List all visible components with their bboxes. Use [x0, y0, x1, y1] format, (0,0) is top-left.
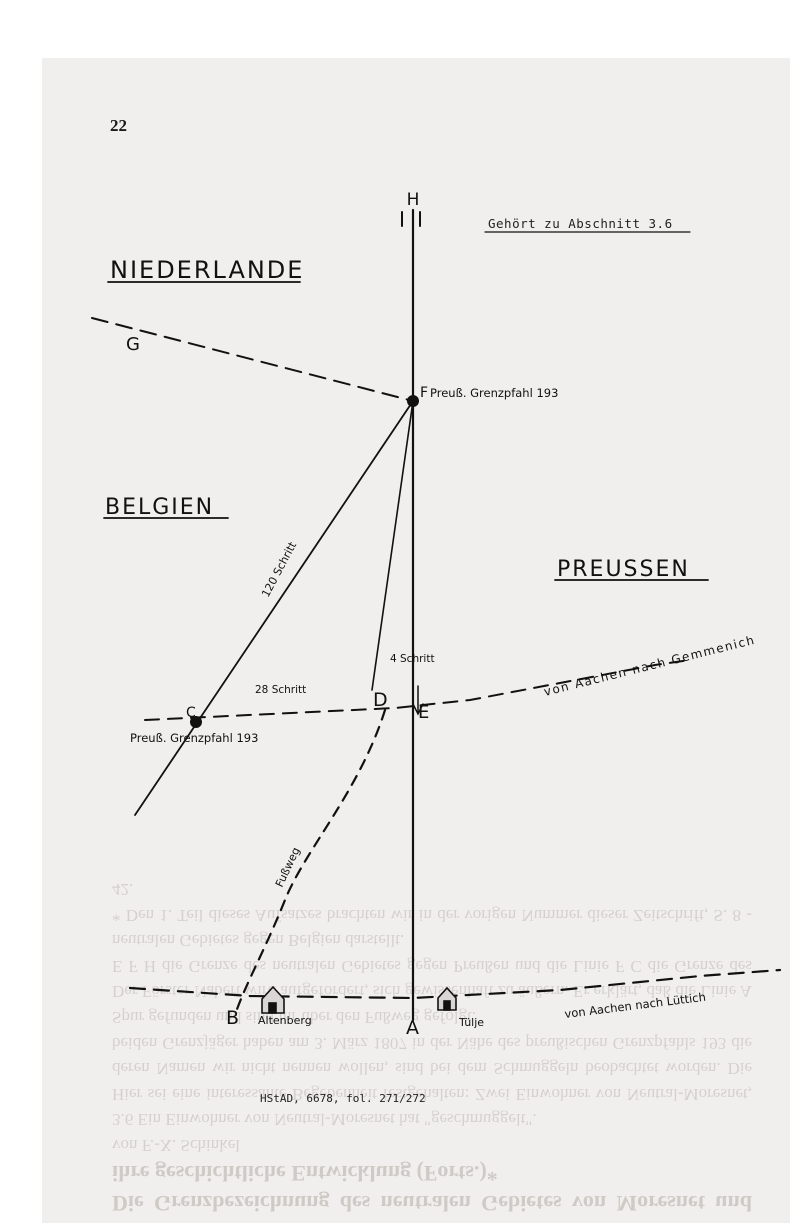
label-grenzpfahl-f: Preuß. Grenzpfahl 193	[430, 386, 558, 400]
house-icon	[261, 985, 285, 1014]
label-grenzpfahl-c: Preuß. Grenzpfahl 193	[130, 731, 258, 745]
label-archive-ref: HStAD, 6678, fol. 271/272	[260, 1092, 426, 1105]
label-schritt-4: 4 Schritt	[390, 653, 435, 665]
label-fussweg: Fußweg	[273, 845, 303, 889]
label-altenberg: Altenberg	[258, 1014, 312, 1027]
label-gehoert: Gehört zu Abschnitt 3.6	[488, 216, 673, 231]
label-preussen: PREUSSEN	[557, 557, 690, 582]
label-belgien: BELGIEN	[105, 495, 214, 520]
house-icon	[437, 986, 457, 1011]
point-e: E	[418, 702, 429, 723]
point-h: H	[407, 190, 420, 210]
line-f-d	[371, 400, 414, 691]
label-niederlande: NIEDERLANDE	[110, 256, 304, 284]
point-c: C	[186, 705, 196, 721]
point-b: B	[226, 1007, 239, 1029]
grenzpfahl-c-marker	[190, 716, 202, 728]
line-f-c	[134, 400, 414, 816]
road-aachen-gemmenich	[144, 659, 691, 721]
point-f: F	[420, 385, 428, 401]
path-fussweg	[233, 708, 387, 1017]
label-aachen-luettich: von Aachen nach Lüttich	[564, 990, 707, 1021]
road-aachen-luettich	[128, 968, 782, 1000]
label-tuelje: Tülje	[458, 1016, 484, 1029]
point-d: D	[373, 689, 388, 711]
label-aachen-gemmenich: von Aachen nach Gemmenich	[542, 633, 756, 699]
arrow-e-head	[412, 703, 424, 716]
scanned-page: Die Grenzbezeichnung des neutralen Gebie…	[42, 58, 790, 1223]
line-g-f	[91, 317, 414, 402]
point-a: A	[406, 1017, 419, 1039]
point-g: G	[126, 334, 140, 355]
page-number: 22	[110, 116, 127, 135]
grenzpfahl-f-marker	[407, 395, 419, 407]
label-schritt-28: 28 Schritt	[255, 684, 306, 696]
label-schritt-120: 120 Schritt	[259, 539, 299, 599]
